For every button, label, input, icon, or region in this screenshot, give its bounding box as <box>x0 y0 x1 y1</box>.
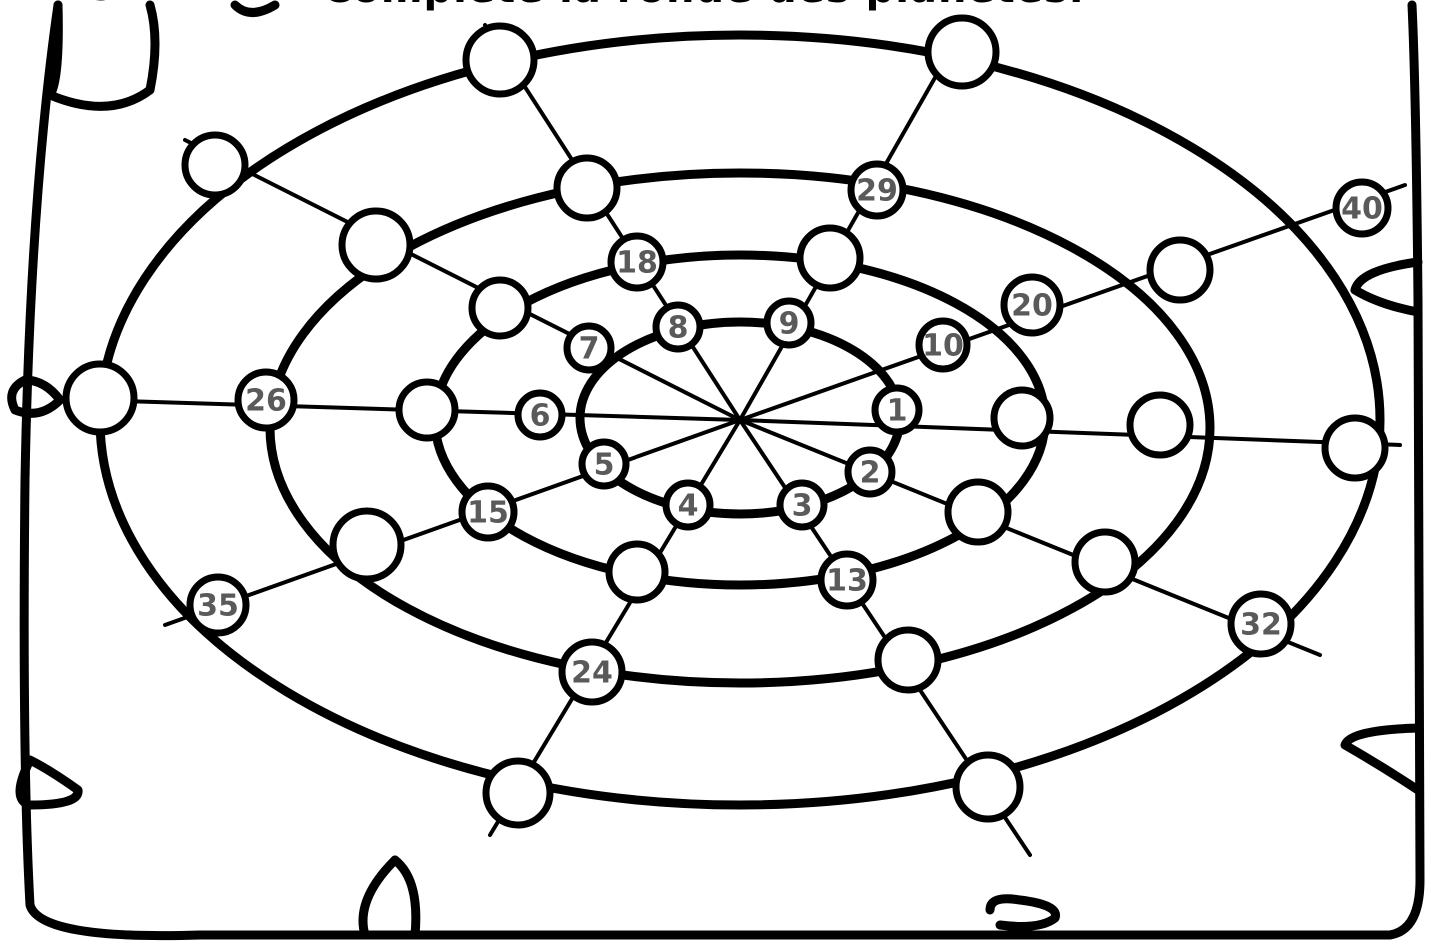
planet-number: 35 <box>197 589 239 624</box>
planet-numbered: 4 <box>666 483 710 527</box>
planet-numbered: 32 <box>1231 594 1291 654</box>
planet-empty[interactable] <box>1325 418 1385 478</box>
planet-number: 32 <box>1240 608 1282 643</box>
planet-circle <box>928 18 996 86</box>
planet-numbered: 40 <box>1336 182 1388 234</box>
planet-number: 13 <box>826 564 868 599</box>
planet-numbered: 20 <box>1004 277 1060 333</box>
planet-empty[interactable] <box>66 364 134 432</box>
planet-numbered: 29 <box>851 164 903 216</box>
planet-empty[interactable] <box>557 158 617 218</box>
planet-numbered: 1 <box>875 388 919 432</box>
planet-empty[interactable] <box>800 228 860 288</box>
planet-empty[interactable] <box>1150 240 1210 300</box>
planet-number: 4 <box>678 489 699 524</box>
planet-number: 8 <box>668 311 689 346</box>
planet-number: 20 <box>1011 289 1053 324</box>
planet-circle <box>399 382 455 438</box>
planet-empty[interactable] <box>994 390 1050 446</box>
planet-number: 18 <box>616 246 658 281</box>
planet-circle <box>1150 240 1210 300</box>
planet-number: 24 <box>571 656 613 691</box>
planet-empty[interactable] <box>399 382 455 438</box>
planet-number: 1 <box>887 394 908 429</box>
planet-circle <box>800 228 860 288</box>
planet-circle <box>948 482 1008 542</box>
planet-empty[interactable] <box>956 755 1020 819</box>
planet-number: 5 <box>594 448 615 483</box>
planet-numbered: 2 <box>848 450 892 494</box>
planet-number: 6 <box>530 399 551 434</box>
planet-empty[interactable] <box>609 544 665 600</box>
planet-empty[interactable] <box>185 135 245 195</box>
planet-circle <box>486 761 550 825</box>
planet-numbered: 6 <box>518 393 562 437</box>
planet-circle <box>185 135 245 195</box>
planet-numbered: 35 <box>190 577 246 633</box>
planet-numbered: 13 <box>821 554 873 606</box>
planet-empty[interactable] <box>466 26 534 94</box>
planet-empty[interactable] <box>948 482 1008 542</box>
planet-numbered: 3 <box>780 483 824 527</box>
planet-circle <box>466 26 534 94</box>
planet-empty[interactable] <box>1075 532 1135 592</box>
planet-number: 3 <box>792 489 813 524</box>
planet-circle <box>557 158 617 218</box>
planet-number: 29 <box>856 174 898 209</box>
planet-circle <box>994 390 1050 446</box>
planet-empty[interactable] <box>878 630 938 690</box>
planet-numbered: 5 <box>582 442 626 486</box>
planet-numbered: 7 <box>567 326 611 370</box>
planet-circle <box>472 280 528 336</box>
planet-circle <box>66 364 134 432</box>
planet-circle <box>956 755 1020 819</box>
planet-circle <box>1075 532 1135 592</box>
planet-numbered: 8 <box>656 305 700 349</box>
planet-number: 26 <box>245 384 287 419</box>
planet-numbered: 26 <box>238 372 294 428</box>
planet-circle <box>1325 418 1385 478</box>
planet-empty[interactable] <box>1130 395 1190 455</box>
planet-empty[interactable] <box>928 18 996 86</box>
planet-empty[interactable] <box>333 511 401 579</box>
planet-number: 9 <box>779 307 800 342</box>
planet-numbered: 24 <box>562 642 622 702</box>
planet-numbered: 10 <box>919 321 967 369</box>
planet-number: 40 <box>1341 192 1383 227</box>
planet-numbered: 15 <box>462 486 514 538</box>
planet-empty[interactable] <box>342 211 410 279</box>
planet-number: 7 <box>579 332 600 367</box>
planet-circle <box>609 544 665 600</box>
planet-number: 10 <box>922 329 964 364</box>
planet-empty[interactable] <box>486 761 550 825</box>
planet-number: 2 <box>860 456 881 491</box>
planet-numbered: 9 <box>767 301 811 345</box>
planet-circle <box>333 511 401 579</box>
planet-circle <box>878 630 938 690</box>
planet-circle <box>1130 395 1190 455</box>
planet-number: 15 <box>467 496 509 531</box>
planet-numbered: 18 <box>611 236 663 288</box>
planet-empty[interactable] <box>472 280 528 336</box>
planet-circle <box>342 211 410 279</box>
